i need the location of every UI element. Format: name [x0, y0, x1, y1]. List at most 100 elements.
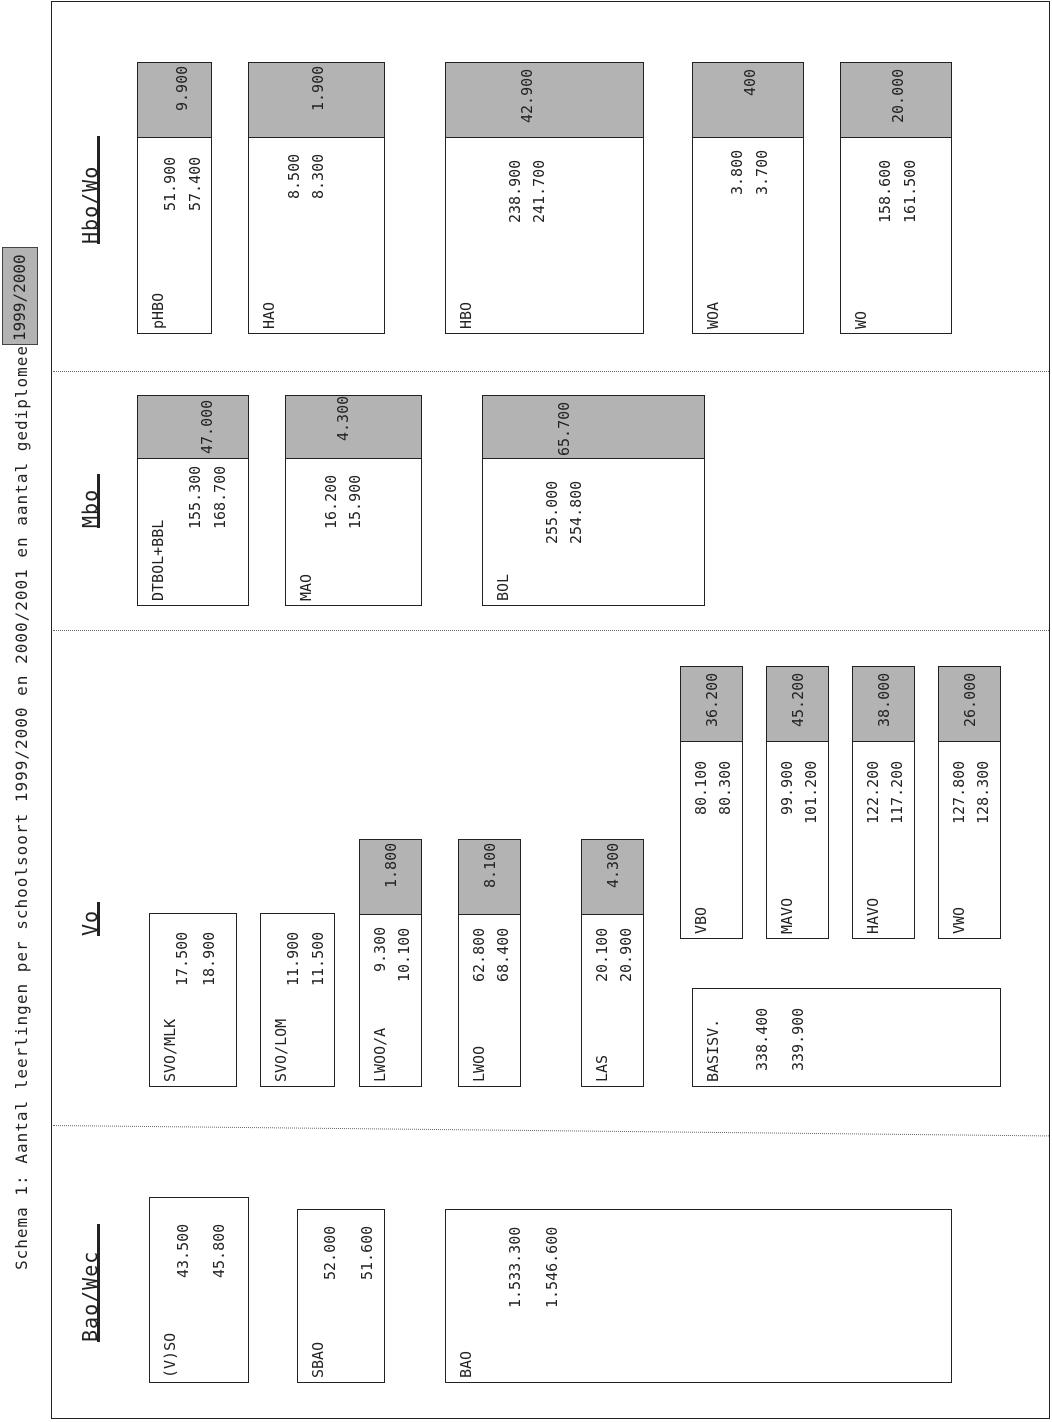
- box-value-1999: 43.500: [174, 1223, 192, 1278]
- box-value-2000: 8.300: [309, 153, 327, 199]
- section-vo-underline: [97, 902, 100, 936]
- box-label: BAO: [457, 1350, 475, 1378]
- box-value-1999: 99.900: [778, 760, 796, 815]
- box-svo-lom: SVO/LOM 11.900 11.500: [260, 913, 335, 1087]
- box-graduates: 26.000: [961, 672, 979, 727]
- box-label: HAO: [260, 301, 278, 329]
- box-svo-mlk: SVO/MLK 17.500 18.900: [149, 913, 237, 1087]
- box-label: VWO: [950, 906, 968, 934]
- box-value-2000: 51.600: [358, 1225, 376, 1280]
- section-hbo-underline: [97, 136, 100, 244]
- box-value-2000: 18.900: [200, 931, 218, 986]
- box-graduates: 400: [741, 68, 759, 96]
- graduates-header: [693, 63, 803, 138]
- box-label: HAVO: [864, 897, 882, 934]
- box-value-1999: 1.533.300: [506, 1226, 524, 1308]
- box-label: BASISV.: [704, 1018, 722, 1082]
- graduates-header: [446, 63, 643, 138]
- box-graduates: 9.900: [173, 65, 191, 111]
- box-value-1999: 338.400: [753, 1007, 771, 1071]
- box-lwoo: 8.100 LWOO 62.800 68.400: [458, 839, 521, 1087]
- box-hao: 1.900 HAO 8.500 8.300: [248, 62, 385, 334]
- box-label: SBAO: [309, 1341, 327, 1378]
- box-graduates: 20.000: [889, 68, 907, 123]
- graduates-header: [939, 667, 1000, 742]
- box-bao: BAO 1.533.300 1.546.600: [445, 1209, 952, 1383]
- box-value-2000: 254.800: [567, 480, 585, 544]
- box-las: 4.300 LAS 20.100 20.900: [581, 839, 644, 1087]
- box-label: SVO/MLK: [161, 1018, 179, 1082]
- box-value-2000: 68.400: [494, 927, 512, 982]
- section-mbo-underline: [97, 474, 100, 528]
- graduates-header: [841, 63, 951, 138]
- box-label: pHBO: [149, 292, 167, 329]
- schema-frame: [51, 1, 1050, 1419]
- box-havo: 38.000 HAVO 122.200 117.200: [852, 666, 915, 939]
- box-value-1999: 255.000: [543, 480, 561, 544]
- box-value-2000: 168.700: [211, 465, 229, 529]
- box-value-2000: 161.500: [901, 159, 919, 223]
- box-mao: 4.300 MAO 16.200 15.900: [285, 395, 422, 606]
- box-value-1999: 62.800: [470, 927, 488, 982]
- box-vwo: 26.000 VWO 127.800 128.300: [938, 666, 1001, 939]
- box-dtbol-bbl: 47.000 DTBOL+BBL 155.300 168.700: [137, 395, 249, 606]
- box-graduates: 47.000: [198, 399, 216, 454]
- box-label: WOA: [704, 301, 722, 329]
- box-vbo: 36.200 VBO 80.100 80.300: [680, 666, 743, 939]
- box-value-2000: 241.700: [530, 159, 548, 223]
- box-graduates: 45.200: [789, 672, 807, 727]
- box-graduates: 65.700: [555, 401, 573, 456]
- box-graduates: 4.300: [604, 842, 622, 888]
- box-value-2000: 80.300: [716, 760, 734, 815]
- graduates-header: [249, 63, 384, 138]
- graduates-header: [681, 667, 742, 742]
- box-lwoo-a: 1.800 LWOO/A 9.300 10.100: [359, 839, 422, 1087]
- box-bol: 65.700 BOL 255.000 254.800: [482, 395, 705, 606]
- box-value-1999: 52.000: [321, 1225, 339, 1280]
- box-mavo: 45.200 MAVO 99.900 101.200: [766, 666, 829, 939]
- box-label: DTBOL+BBL: [149, 519, 167, 601]
- box-value-1999: 20.100: [593, 927, 611, 982]
- graduates-header: [138, 396, 248, 459]
- box-sbao: SBAO 52.000 51.600: [297, 1209, 385, 1383]
- divider-mbo-vo: [53, 630, 1049, 631]
- box-graduates: 1.900: [309, 65, 327, 111]
- box-value-1999: 122.200: [864, 760, 882, 824]
- box-value-2000: 128.300: [974, 760, 992, 824]
- section-bao-underline: [97, 1224, 100, 1342]
- box-value-1999: 9.300: [371, 926, 389, 972]
- box-vso: (V)SO 43.500 45.800: [149, 1197, 249, 1383]
- year-badge-label: 1999/2000: [10, 254, 29, 341]
- box-value-2000: 15.900: [346, 474, 364, 529]
- graduates-header: [138, 63, 211, 138]
- box-label: LAS: [593, 1054, 611, 1082]
- graduates-header: [360, 840, 421, 915]
- box-graduates: 8.100: [481, 842, 499, 888]
- box-value-1999: 51.900: [161, 156, 179, 211]
- box-label: LWOO: [470, 1045, 488, 1082]
- box-wo: 20.000 WO 158.600 161.500: [840, 62, 952, 334]
- box-label: MAO: [297, 573, 315, 601]
- box-value-1999: 17.500: [173, 931, 191, 986]
- divider-hbo-mbo: [53, 371, 1049, 372]
- box-value-2000: 339.900: [789, 1007, 807, 1071]
- box-label: HBO: [457, 301, 475, 329]
- box-graduates: 36.200: [703, 672, 721, 727]
- graduates-header: [853, 667, 914, 742]
- box-value-2000: 10.100: [395, 927, 413, 982]
- box-label: BOL: [494, 573, 512, 601]
- box-value-2000: 11.500: [309, 931, 327, 986]
- box-label: LWOO/A: [371, 1027, 389, 1082]
- graduates-header: [459, 840, 520, 915]
- graduates-header: [767, 667, 828, 742]
- graduates-header: [483, 396, 704, 459]
- box-graduates: 42.900: [518, 68, 536, 123]
- box-graduates: 1.800: [382, 842, 400, 888]
- box-label: WO: [852, 310, 870, 329]
- graduates-header: [582, 840, 643, 915]
- box-value-1999: 8.500: [285, 153, 303, 199]
- box-value-2000: 20.900: [617, 927, 635, 982]
- box-value-2000: 3.700: [753, 149, 771, 195]
- year-badge: 1999/2000: [2, 247, 38, 345]
- box-basisv: BASISV. 338.400 339.900: [692, 988, 1001, 1087]
